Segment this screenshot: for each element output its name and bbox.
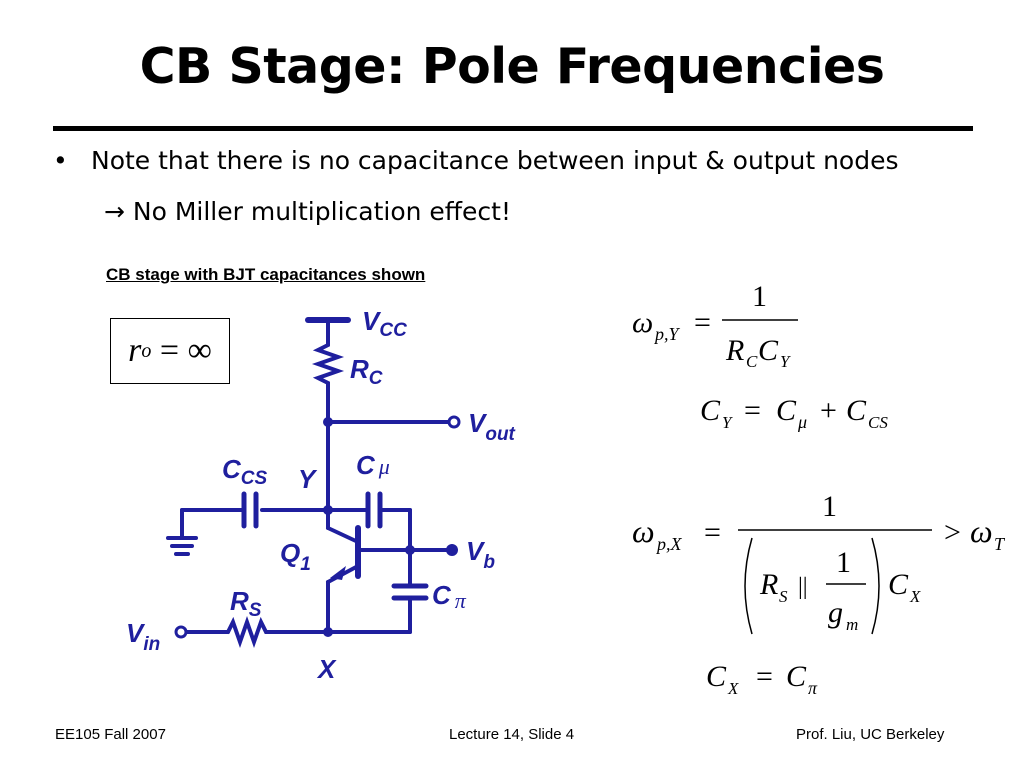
bullet-symbol: • — [53, 146, 68, 175]
rs-resistor — [226, 615, 330, 649]
eq1-den-r-sub: C — [746, 352, 758, 371]
svg-text:Q1: Q1 — [280, 538, 311, 575]
arrow-icon: → — [104, 197, 125, 226]
eq3-gm-sub: m — [846, 615, 858, 634]
eq3-inner-num: 1 — [836, 546, 851, 579]
eq2-lhs: C — [700, 394, 721, 427]
rc-label: R — [350, 354, 369, 384]
eq4-lhs: C — [706, 660, 727, 693]
svg-text:Vout: Vout — [468, 408, 516, 445]
svg-text:VCC: VCC — [362, 306, 407, 341]
sub-bullet-text: No Miller multiplication effect! — [132, 197, 511, 226]
eq3-omega-t-sub: T — [994, 534, 1006, 554]
svg-text:RC: RC — [350, 354, 383, 389]
eq2-t1-sub: μ — [797, 412, 807, 432]
rs-label: R — [230, 586, 249, 616]
q1-label: Q — [280, 538, 300, 568]
eq-cy: C Y = C μ + C CS — [700, 394, 888, 432]
eq3-omega-t: ω — [970, 513, 993, 549]
eq-omega-py: ω p,Y = 1 R C C Y — [632, 280, 798, 371]
cmu-sub: μ — [378, 454, 390, 479]
ro-rel: = — [159, 332, 180, 369]
eq2-t2: C — [846, 394, 867, 427]
eq3-eq: = — [704, 516, 721, 549]
node-y-label: Y — [298, 464, 318, 494]
ccs-label: C — [222, 454, 242, 484]
eq1-omega: ω — [632, 306, 653, 339]
eq4-rhs-sub: π — [808, 678, 818, 698]
eq1-num: 1 — [752, 280, 767, 313]
ro-sub: o — [141, 339, 152, 362]
emitter-arrow — [330, 566, 346, 580]
eq1-den-c-sub: Y — [780, 352, 791, 371]
eq2-t1: C — [776, 394, 797, 427]
rc-sub: C — [369, 368, 383, 389]
svg-text:Vb: Vb — [466, 536, 495, 573]
circuit-caption: CB stage with BJT capacitances shown — [106, 265, 426, 284]
slide-title: CB Stage: Pole Frequencies — [139, 38, 885, 95]
eq1-sub: p,Y — [653, 324, 681, 344]
vout-label: V — [468, 408, 488, 438]
svg-text:Cμ: Cμ — [356, 450, 390, 480]
eq1-den-r: R — [725, 334, 744, 367]
eq3-omega: ω — [632, 513, 655, 549]
sub-bullet: → No Miller multiplication effect! — [104, 197, 511, 226]
vcc-label: V — [362, 306, 382, 336]
eq3-sub: p,X — [655, 534, 683, 554]
cpi-label: C — [432, 580, 452, 610]
eq4-eq: = — [756, 660, 773, 693]
vin-sub: in — [143, 634, 160, 655]
bullet-item: • Note that there is no capacitance betwe… — [53, 146, 898, 175]
svg-text:Cπ: Cπ — [432, 580, 467, 613]
title-divider — [53, 126, 973, 131]
eq3-par: || — [798, 574, 808, 600]
vb-label: V — [466, 536, 486, 566]
ro-val: ∞ — [187, 332, 212, 369]
bullet-text: Note that there is no capacitance betwee… — [91, 146, 899, 175]
eq3-cx-sub: X — [909, 587, 921, 606]
vb-sub: b — [483, 552, 495, 573]
eq1-den-c: C — [758, 334, 779, 367]
eq3-gt: > — [944, 516, 961, 549]
vcc-sub: CC — [379, 320, 407, 341]
rs-sub: S — [249, 600, 262, 621]
eq2-lhs-sub: Y — [722, 413, 733, 432]
rc-resistor — [311, 336, 345, 422]
vin-label: V — [126, 618, 146, 648]
eq3-cx: C — [888, 568, 909, 601]
svg-text:RS: RS — [230, 586, 262, 621]
eq3-rs: R — [759, 568, 778, 601]
eq3-rs-sub: S — [779, 587, 788, 606]
eq3-num: 1 — [822, 490, 837, 523]
svg-text:Vin: Vin — [126, 618, 160, 655]
cmu-label: C — [356, 450, 376, 480]
eq2-eq: = — [744, 394, 761, 427]
eq2-t2-sub: CS — [868, 413, 888, 432]
footer-course: EE105 Fall 2007 — [55, 726, 166, 743]
svg-text:CCS: CCS — [222, 454, 268, 489]
footer-lecture: Lecture 14, Slide 4 — [449, 726, 575, 743]
footer-author: Prof. Liu, UC Berkeley — [796, 726, 945, 743]
ro-var: r — [128, 332, 142, 369]
eq4-lhs-sub: X — [727, 679, 739, 698]
ccs-sub: CS — [241, 468, 268, 489]
cpi-sub: π — [455, 588, 467, 613]
q1-sub: 1 — [300, 554, 311, 575]
eq1-eq: = — [694, 306, 711, 339]
eq4-rhs: C — [786, 660, 807, 693]
eq-omega-px: ω p,X = 1 R S || 1 g m C X > ω T — [632, 490, 1006, 635]
node-x-label: X — [316, 654, 337, 684]
eq-cx: C X = C π — [706, 660, 818, 698]
eq2-plus: + — [820, 394, 837, 427]
eq3-gm: g — [828, 596, 843, 629]
vout-sub: out — [485, 424, 515, 445]
